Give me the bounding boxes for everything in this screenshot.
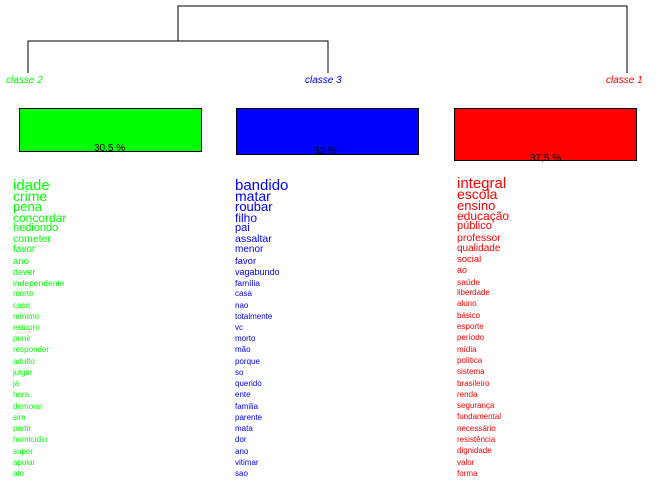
class-3-word: roubar — [235, 199, 273, 215]
class-3-percent: 32 % — [314, 146, 337, 157]
class-1-word: social — [457, 254, 482, 266]
class-1-word: professor — [457, 231, 501, 244]
class-1-word: necessário — [457, 423, 496, 433]
class-3-word: pai — [235, 221, 250, 234]
class-3-word: querido — [235, 379, 262, 389]
class-3-word: filho — [235, 210, 258, 225]
class-3-word: assaltar — [235, 233, 272, 246]
class-2-word: ano — [13, 255, 29, 267]
class-2-bar — [19, 108, 202, 152]
class-2-word: punir — [13, 334, 31, 344]
class-3-word: mata — [235, 424, 253, 434]
class-1-label: classe 1 — [606, 75, 643, 86]
class-3-word: parente — [235, 412, 263, 422]
class-2-percent: 30,5 % — [94, 143, 126, 154]
class-2-word: sim — [13, 412, 26, 422]
dendrogram-branches — [27, 5, 628, 73]
class-1-percent: 37,5 % — [530, 153, 562, 164]
class-1-bar — [454, 108, 637, 161]
class-3-word: porque — [235, 356, 260, 366]
class-2-word: crime — [13, 188, 48, 205]
class-1-word: aluno — [457, 299, 477, 309]
class-3-bar — [236, 108, 419, 155]
class-2-word: cometer — [13, 233, 51, 246]
class-2-word: responder — [13, 345, 50, 355]
class-2-word: idade — [13, 177, 50, 194]
class-3-word: so — [235, 367, 244, 377]
class-3-word: morto — [235, 334, 256, 344]
class-2-word: homicídio — [13, 435, 48, 445]
class-2-word: mínimo — [13, 311, 40, 321]
class-1-word: ao — [457, 265, 468, 276]
class-3-word: vitimar — [235, 457, 259, 467]
class-2-label: classe 2 — [6, 75, 43, 86]
class-2-word: apoiar — [13, 457, 36, 467]
class-2-word: independente — [13, 278, 65, 289]
class-2-word: partir — [13, 424, 32, 434]
class-2-word: morte — [13, 289, 34, 299]
class-2-word: concordar — [13, 210, 67, 225]
class-1-word: mídia — [457, 344, 477, 354]
dendrogram-tree — [27, 5, 628, 73]
class-1-word: integral — [457, 175, 507, 192]
class-3-word: vc — [235, 323, 243, 332]
class-1-word: liberdade — [457, 288, 490, 298]
class-1-word: sistema — [457, 367, 485, 377]
class-1-word: ensino — [457, 197, 496, 213]
class-1-word: valor — [457, 457, 475, 467]
class-3-word: nao — [235, 300, 249, 310]
class-3-word: ente — [235, 390, 251, 400]
class-1-word: brasileiro — [457, 378, 490, 388]
class-2-word: caso — [13, 300, 30, 310]
class-2-word: dever — [13, 266, 36, 277]
class-3-word: vagabundo — [235, 266, 280, 277]
class-3-word: favor — [235, 255, 257, 267]
class-2-word: pena — [13, 199, 42, 215]
class-1-word: segurança — [457, 401, 495, 411]
class-2-word: ato — [13, 469, 25, 478]
class-3-word: sao — [235, 469, 248, 478]
class-3-word: bandido — [235, 177, 289, 194]
class-3-word: mão — [235, 345, 251, 355]
class-1-word: saúde — [457, 276, 481, 287]
class-1-word: esporte — [457, 322, 484, 331]
class-2-word: hora — [13, 390, 30, 400]
class-1-word: qualidade — [457, 242, 501, 254]
class-3-word: dor — [235, 435, 247, 445]
class-1-word: escola — [457, 186, 498, 203]
class-3-label: classe 3 — [305, 75, 342, 86]
class-1-word: básico — [457, 310, 481, 320]
class-1-word: educação — [457, 208, 510, 223]
class-1-word: fundamental — [457, 412, 502, 422]
class-1-word: política — [457, 355, 483, 365]
class-3-word: ano — [235, 446, 249, 456]
class-3-word: família — [235, 278, 261, 289]
class-3-word: matar — [235, 188, 271, 205]
class-3-word: familia — [235, 401, 259, 411]
class-2-word: super — [13, 446, 34, 456]
class-1-word: público — [457, 220, 492, 233]
class-2-word: julgar — [13, 367, 33, 377]
class-2-word: favor — [13, 244, 36, 256]
class-1-word: dignidade — [457, 446, 492, 456]
class-1-word: período — [457, 333, 485, 343]
class-2-word: demorar — [13, 401, 43, 411]
class-2-word: estupro — [13, 323, 40, 332]
class-3-word: menor — [235, 244, 264, 256]
class-2-word: hediondo — [13, 221, 59, 234]
class-3-word: casa — [235, 289, 252, 299]
class-1-word: forma — [457, 469, 478, 478]
class-2-word: já — [13, 379, 20, 389]
class-1-word: resistência — [457, 435, 496, 445]
class-1-word: renda — [457, 389, 478, 399]
class-2-word: adulto — [13, 356, 35, 366]
class-3-word: totalmente — [235, 311, 273, 321]
